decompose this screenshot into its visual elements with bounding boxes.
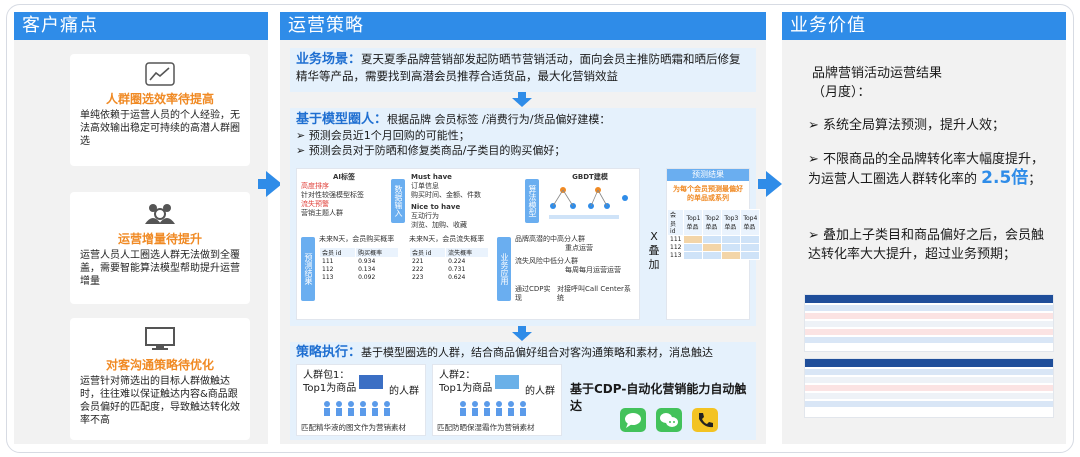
model-bullet: ➢ 预测会员近1个月回购的可能性； — [296, 129, 470, 142]
gbdt-block: GBDT建模 — [543, 173, 637, 228]
value-point-2: ➢ 不限商品的全品牌转化率大幅度提升，为运营人工圈选人群转化率的 2.5倍； — [808, 152, 1045, 188]
down-arrow-icon — [512, 98, 532, 107]
prediction-tag: 预测结果 — [301, 237, 315, 301]
multiply-sign: X 叠加 — [648, 230, 660, 271]
exec-text: 基于模型圈选的人群，结合商品偏好组合对客沟通策略和素材，消息触达 — [361, 346, 714, 359]
value-column-title: 业务价值 — [782, 12, 1066, 40]
execution-box: 策略执行：基于模型圈选的人群，结合商品偏好组合对客沟通策略和素材，消息触达 人群… — [290, 342, 756, 440]
highlight-multiplier: 2.5倍 — [981, 168, 1029, 188]
input-feature-block: Must have 订单信息 购买时间、金额、件数 Nice to have 互… — [411, 173, 481, 229]
flow-arrow-right-icon — [266, 171, 282, 197]
people-gear-icon — [145, 204, 175, 224]
pain-card-3: 对客沟通策略待优化 运营针对筛选出的目标人群做触达时，往往难以保证触达内容&商品… — [70, 318, 250, 440]
pain-desc: 运营针对筛选出的目标人群做触达时，往往难以保证触达内容&商品跟会员偏好的匹配度，… — [80, 376, 240, 426]
audience-group-1: 人群包1： Top1为商品 的人群 匹配精华液的图文作为营销素材 — [296, 364, 426, 436]
scene-text: 夏天夏季品牌营销部发起防晒节营销活动，面向会员主推防晒霜和晒后修复精华等产品，需… — [296, 52, 741, 83]
gbdt-tree-icon — [549, 187, 628, 219]
pain-card-1: 人群圈选效率待提高 单纯依赖于运营人员的个人经验，无法高效输出稳定可持续的高潜人… — [70, 54, 250, 166]
model-bullet: ➢ 预测会员对于防晒和修复类商品/子类目的购买偏好； — [296, 144, 566, 157]
data-input-tag: 数据输入 — [391, 179, 405, 223]
strategy-column: 运营策略 业务场景：夏天夏季品牌营销部发起防晒节营销活动，面向会员主推防晒霜和晒… — [280, 12, 766, 444]
pain-desc: 单纯依赖于运营人员的个人经验，无法高效输出稳定可持续的高潜人群圈选 — [80, 110, 240, 147]
product-thumb — [495, 375, 519, 389]
pain-title: 运营增量待提升 — [117, 232, 202, 246]
model-box: 基于模型圈人：根据品牌 会员标签 /消费行为/货品偏好建模： ➢ 预测会员近1个… — [290, 108, 761, 326]
pain-title: 对客沟通策略待优化 — [105, 358, 214, 372]
down-arrow-icon — [512, 332, 532, 341]
phone-icon — [692, 408, 718, 432]
result-title: 预测结果 — [667, 169, 749, 181]
exec-label: 策略执行： — [296, 345, 362, 360]
pain-card-2: 运营增量待提升 运营人员人工圈选人群无法做到全覆盖，需要智能算法模型帮助提升运营… — [70, 192, 250, 304]
pain-column-title: 客户痛点 — [14, 12, 268, 40]
product-thumb — [359, 375, 383, 389]
pain-desc: 运营人员人工圈选人群无法做到全覆盖，需要智能算法模型帮助提升运营增量 — [80, 250, 240, 287]
monitor-icon — [145, 327, 175, 350]
strategy-column-title: 运营策略 — [280, 12, 766, 40]
audience-people-icon — [324, 401, 390, 416]
chart-up-icon — [145, 62, 175, 86]
wechat-icon — [656, 408, 682, 432]
pain-title: 人群圈选效率待提高 — [105, 92, 214, 106]
value-column: 业务价值 品牌营销活动运营结果（月度）： ➢ 系统全局算法预测，提升人效； ➢ … — [782, 12, 1066, 444]
channel-icons — [620, 408, 718, 432]
flow-arrow-stem — [258, 179, 268, 189]
algorithm-tag: 算法模型 — [525, 179, 539, 223]
down-arrow-stem — [518, 92, 526, 98]
flow-arrow-stem — [758, 179, 768, 189]
group-caption: 匹配防晒保湿霜作为营销素材 — [437, 423, 535, 432]
sms-icon — [620, 408, 646, 432]
flow-arrow-right-icon — [766, 171, 782, 197]
report-table-image-2 — [804, 358, 1054, 418]
application-tag: 业务应用 — [497, 237, 511, 301]
value-point-3: ➢ 叠加上子类目和商品偏好之后，会员触达转化率大大提升，超过业务预期； — [808, 228, 1045, 262]
down-arrow-stem — [518, 326, 526, 332]
scene-label: 业务场景： — [296, 52, 362, 67]
pain-column: 客户痛点 人群圈选效率待提高 单纯依赖于运营人员的个人经验，无法高效输出稳定可持… — [14, 12, 268, 444]
model-text: 根据品牌 会员标签 /消费行为/货品偏好建模： — [387, 113, 611, 126]
application-block: 品牌高潜的中高分人群 重点运营 流失风险中低分人群 每周每月运营运营 通过CDP… — [515, 235, 631, 302]
value-point-1: ➢ 系统全局算法预测，提升人效； — [808, 118, 1006, 133]
model-diagram: AI标签 高度排序 针对性较强模型标签 流失预警 营销主题人群 数据输入 Mus… — [296, 168, 640, 320]
business-scene-box: 业务场景：夏天夏季品牌营销部发起防晒节营销活动，面向会员主推防晒霜和晒后修复精华… — [290, 48, 756, 92]
result-subtitle: 为每个会员预测最偏好的单品或系列 — [673, 185, 743, 202]
audience-people-icon — [460, 401, 526, 416]
model-label: 基于模型圈人： — [296, 112, 388, 127]
group-caption: 匹配精华液的图文作为营销素材 — [301, 423, 406, 432]
report-table-image-1 — [804, 294, 1054, 352]
ai-tag-block: AI标签 高度排序 针对性较强模型标签 流失预警 营销主题人群 — [301, 173, 364, 217]
audience-group-2: 人群2： Top1为商品 的人群 匹配防晒保湿霜作为营销素材 — [432, 364, 562, 436]
value-intro: 品牌营销活动运营结果（月度）： — [812, 66, 943, 100]
cdp-text: 基于CDP-自动化营销能力自动触达 — [570, 382, 747, 413]
